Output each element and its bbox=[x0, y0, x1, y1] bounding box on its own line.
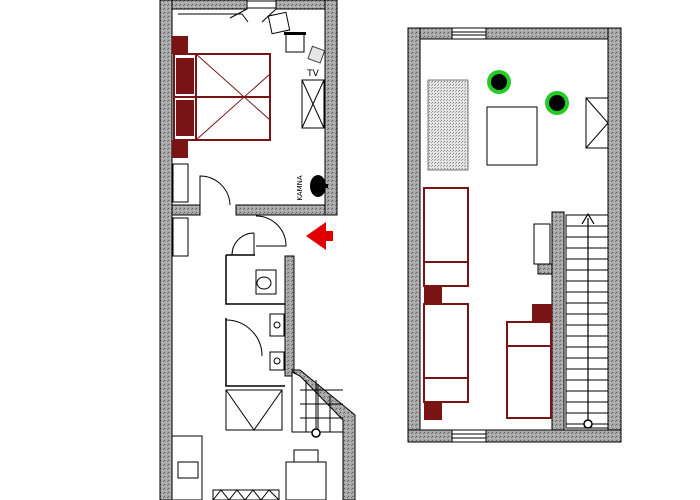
shelf bbox=[533, 223, 551, 265]
bathroom bbox=[225, 232, 285, 387]
tv-label: TV bbox=[306, 69, 319, 79]
shower-door bbox=[225, 319, 263, 357]
single-bed bbox=[423, 187, 469, 304]
dining-bench bbox=[212, 489, 280, 500]
bedroom-top-wall-left bbox=[171, 0, 248, 10]
plant-icon bbox=[545, 91, 569, 115]
nightstand-bottom bbox=[172, 140, 188, 158]
shower bbox=[269, 351, 285, 371]
upper-bottom-window bbox=[451, 429, 487, 443]
bedroom-door bbox=[199, 175, 231, 206]
ground-stairs bbox=[291, 371, 344, 438]
kitchen-sink bbox=[177, 461, 199, 479]
bedroom-right-wall bbox=[324, 0, 338, 216]
upper-bottom-wall bbox=[407, 429, 622, 443]
entrance-arrow-icon bbox=[306, 222, 333, 250]
side-table bbox=[307, 45, 326, 64]
upper-right-wall bbox=[607, 27, 622, 443]
rug bbox=[427, 79, 469, 171]
dining-table bbox=[285, 461, 327, 500]
stove bbox=[310, 175, 326, 197]
armchair bbox=[267, 11, 291, 35]
stair-partition-wall bbox=[551, 211, 565, 431]
single-bed bbox=[506, 304, 552, 419]
upper-floor-plan bbox=[407, 27, 622, 443]
wardrobe bbox=[172, 163, 189, 203]
sink bbox=[269, 313, 285, 337]
entry-door bbox=[255, 215, 287, 247]
storage-cabinet bbox=[225, 389, 283, 431]
chest-of-drawers bbox=[585, 97, 609, 149]
double-bed bbox=[172, 36, 271, 158]
upper-top-window bbox=[451, 27, 487, 40]
upper-stairs bbox=[565, 212, 609, 429]
bedroom-bottom-wall-right bbox=[235, 204, 326, 216]
plant-icon bbox=[487, 70, 511, 94]
bathroom-door bbox=[231, 232, 255, 256]
bedroom-top-wall-right bbox=[275, 0, 326, 10]
upper-top-wall bbox=[407, 27, 622, 40]
ground-floor-plan: TV KAMNA bbox=[159, 0, 356, 500]
nightstand-top bbox=[172, 36, 188, 54]
shoe-cabinet bbox=[172, 217, 189, 257]
stove-label: KAMNA bbox=[296, 175, 304, 201]
top-window bbox=[178, 13, 249, 23]
upper-left-wall bbox=[407, 27, 421, 443]
bedroom-bottom-wall-left bbox=[171, 204, 201, 216]
bathroom-right-wall bbox=[284, 255, 295, 377]
armchair bbox=[285, 33, 305, 53]
single-bed bbox=[423, 303, 469, 420]
dining-chair bbox=[293, 449, 319, 463]
left-outer-wall bbox=[159, 0, 173, 500]
coffee-table bbox=[486, 106, 538, 166]
